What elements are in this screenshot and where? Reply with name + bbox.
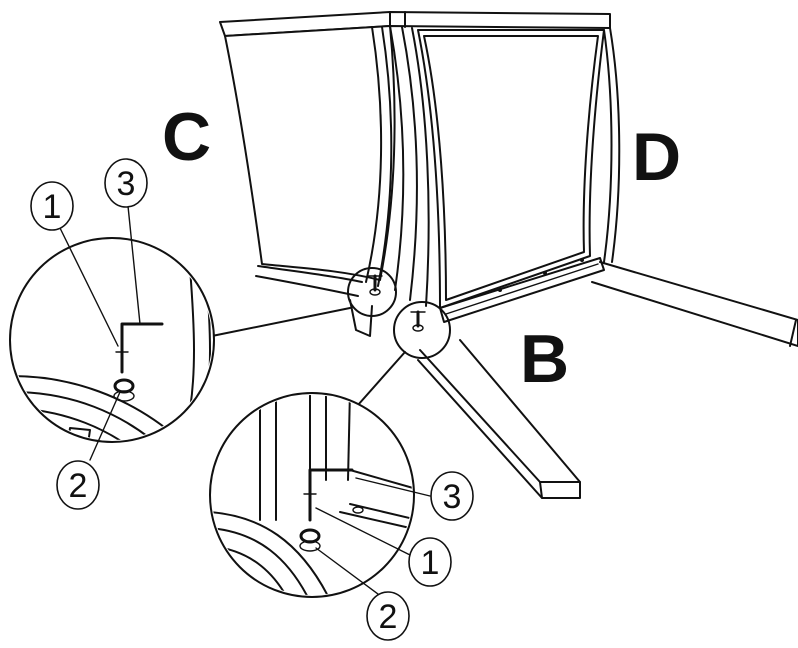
svg-text:1: 1 [43, 188, 62, 226]
svg-text:2: 2 [379, 598, 398, 636]
chair-frame [219, 11, 798, 499]
panel-c [224, 25, 396, 281]
callout-left-3: 3 [104, 158, 148, 208]
callout-left-1: 1 [30, 181, 74, 231]
side-label-d: D [632, 119, 681, 195]
joint-right-detail-marker [393, 301, 451, 359]
allen-key-icon-right [308, 468, 354, 502]
washer-icon-right [299, 528, 321, 544]
washer-icon [113, 378, 135, 394]
svg-text:2: 2 [69, 467, 88, 505]
svg-text:3: 3 [117, 165, 136, 203]
joint-markers [347, 267, 451, 359]
panel-d [417, 29, 605, 309]
side-label-c: C [162, 99, 211, 175]
detail-left [9, 205, 215, 461]
svg-text:3: 3 [443, 478, 462, 516]
detail-right [209, 392, 431, 601]
callout-left-2: 2 [56, 460, 100, 510]
callout-right-3: 3 [430, 471, 474, 521]
callout-right-2: 2 [366, 591, 410, 641]
allen-key-icon [120, 322, 164, 358]
callout-right-1: 1 [408, 537, 452, 587]
svg-text:1: 1 [421, 544, 440, 582]
joint-left-detail-marker [347, 267, 397, 317]
side-label-b: B [520, 321, 569, 397]
